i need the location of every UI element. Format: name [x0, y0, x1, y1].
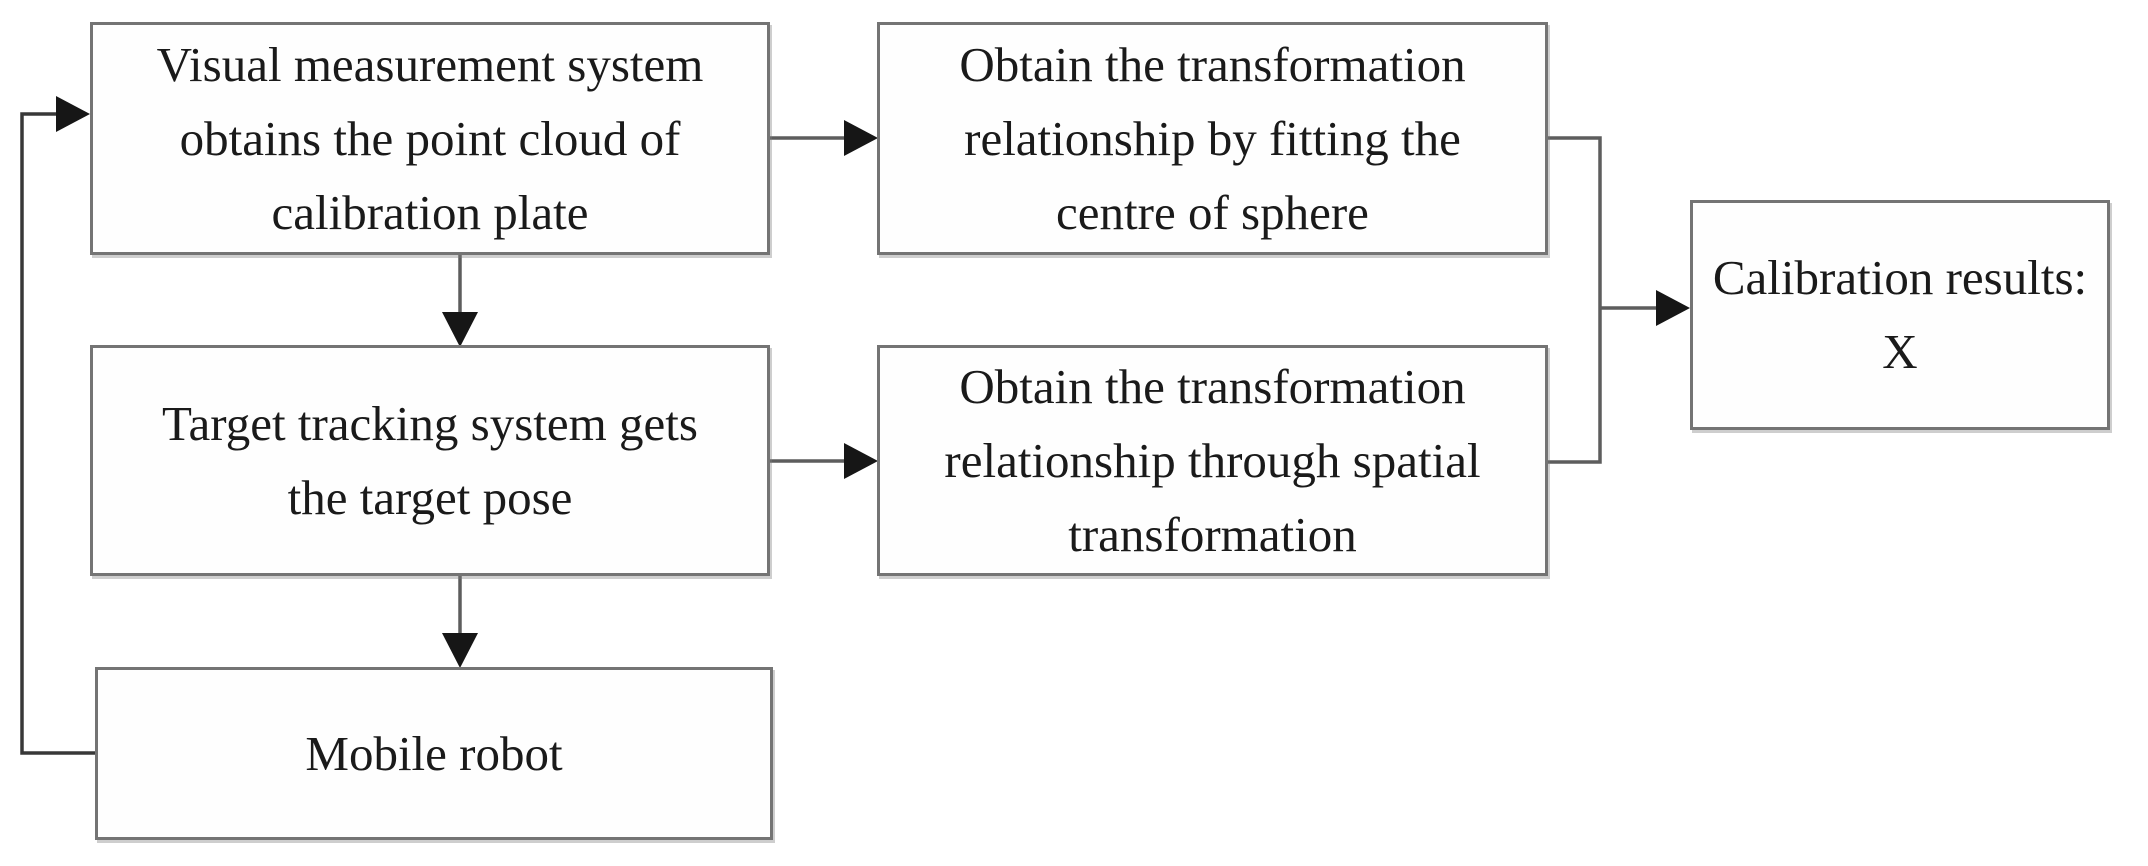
node-target-tracking: Target tracking system gets the target p…: [90, 345, 770, 576]
arrowhead: [844, 120, 878, 156]
edge-spatial-to-junction: [1548, 308, 1602, 464]
node-text-line: Obtain the transformation: [959, 358, 1466, 414]
edge-target-tracking-to-mobile-robot: [442, 576, 478, 668]
node-text-line: centre of sphere: [1056, 184, 1369, 240]
edge-target-tracking-to-spatial: [770, 443, 878, 479]
node-fit-sphere-transformation: Obtain the transformation relationship b…: [877, 22, 1548, 255]
edge-visual-to-fit-sphere: [770, 120, 878, 156]
node-visual-measurement: Visual measurement system obtains the po…: [90, 22, 770, 255]
node-calibration-results: Calibration results: X: [1690, 200, 2110, 430]
node-text-line: the target pose: [287, 469, 573, 525]
node-text-line: calibration plate: [271, 184, 589, 240]
node-mobile-robot: Mobile robot: [95, 667, 773, 840]
node-text-line: Mobile robot: [305, 725, 563, 781]
arrowhead: [56, 96, 90, 132]
arrowhead: [442, 633, 478, 668]
arrowhead: [1656, 290, 1690, 326]
edge-visual-to-target-tracking: [442, 255, 478, 347]
feedback-line: [20, 112, 95, 755]
node-text-line: obtains the point cloud of: [179, 110, 681, 166]
node-text-line: Obtain the transformation: [959, 36, 1466, 92]
edge-mobile-robot-to-visual-feedback: [20, 96, 95, 755]
node-text-line: X: [1882, 324, 1918, 379]
node-text-line: relationship through spatial: [944, 432, 1481, 488]
node-text-line: transformation: [1068, 506, 1357, 562]
edge-fit-sphere-to-junction: [1548, 136, 1602, 308]
edge-junction-to-results: [1600, 290, 1690, 326]
bracket-line: [1548, 136, 1602, 308]
node-text-line: Calibration results:: [1712, 250, 2088, 305]
node-text-line: relationship by fitting the: [964, 110, 1461, 166]
arrowhead: [844, 443, 878, 479]
arrowhead: [442, 312, 478, 347]
node-text-line: Visual measurement system: [156, 36, 704, 92]
node-spatial-transformation: Obtain the transformation relationship t…: [877, 345, 1548, 576]
bracket-line: [1548, 308, 1602, 464]
node-text-line: Target tracking system gets: [162, 395, 698, 451]
